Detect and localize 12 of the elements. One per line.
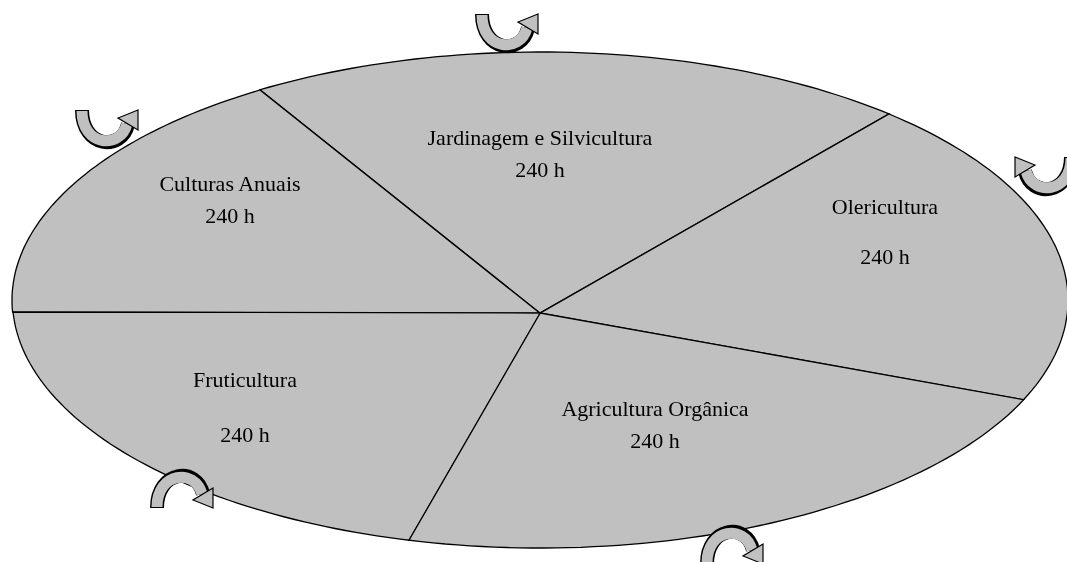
- sector-title: Agricultura Orgânica: [561, 395, 749, 423]
- hours-label: 240 h: [630, 427, 680, 455]
- hours-label: 240 h: [205, 202, 255, 230]
- hours-label: 240 h: [220, 421, 270, 449]
- sector-title: Fruticultura: [193, 366, 297, 394]
- hours-label: 240 h: [515, 156, 565, 184]
- sector: [408, 313, 1024, 548]
- sector-title: Olericultura: [831, 193, 939, 221]
- sector: [12, 312, 540, 541]
- sector-title: Jardinagem e Silvicultura: [427, 124, 653, 152]
- hours-label: 240 h: [860, 243, 910, 271]
- sector-title: Culturas Anuais: [159, 170, 301, 198]
